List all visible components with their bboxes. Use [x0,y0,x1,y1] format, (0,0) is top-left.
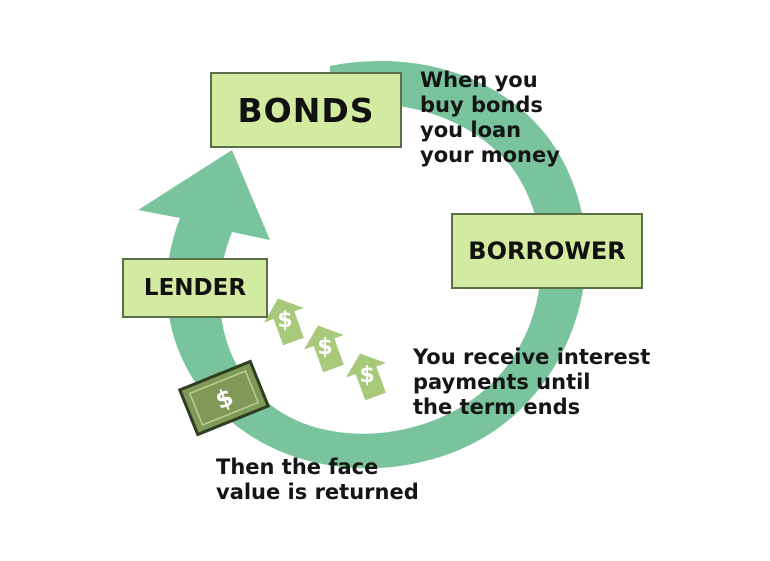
svg-text:$: $ [317,335,332,360]
loan-annotation: When you buy bonds you loan your money [420,68,560,167]
bonds-box: BONDS [210,72,402,148]
lender-box: LENDER [122,258,268,318]
lender-label: LENDER [143,275,247,301]
face-value-annotation: Then the face value is returned [216,455,419,504]
interest-annotation: You receive interest payments until the … [413,345,651,419]
borrower-box: BORROWER [451,213,643,289]
svg-text:$: $ [277,308,292,333]
borrower-label: BORROWER [468,237,626,265]
bonds-label: BONDS [237,90,375,130]
dollar-bill-icon: $ [177,359,271,437]
dollar-arrow-icon: $ [259,296,310,348]
dollar-arrow-icon: $ [299,323,350,375]
svg-text:$: $ [359,363,374,388]
dollar-arrow-icon: $ [341,351,392,403]
